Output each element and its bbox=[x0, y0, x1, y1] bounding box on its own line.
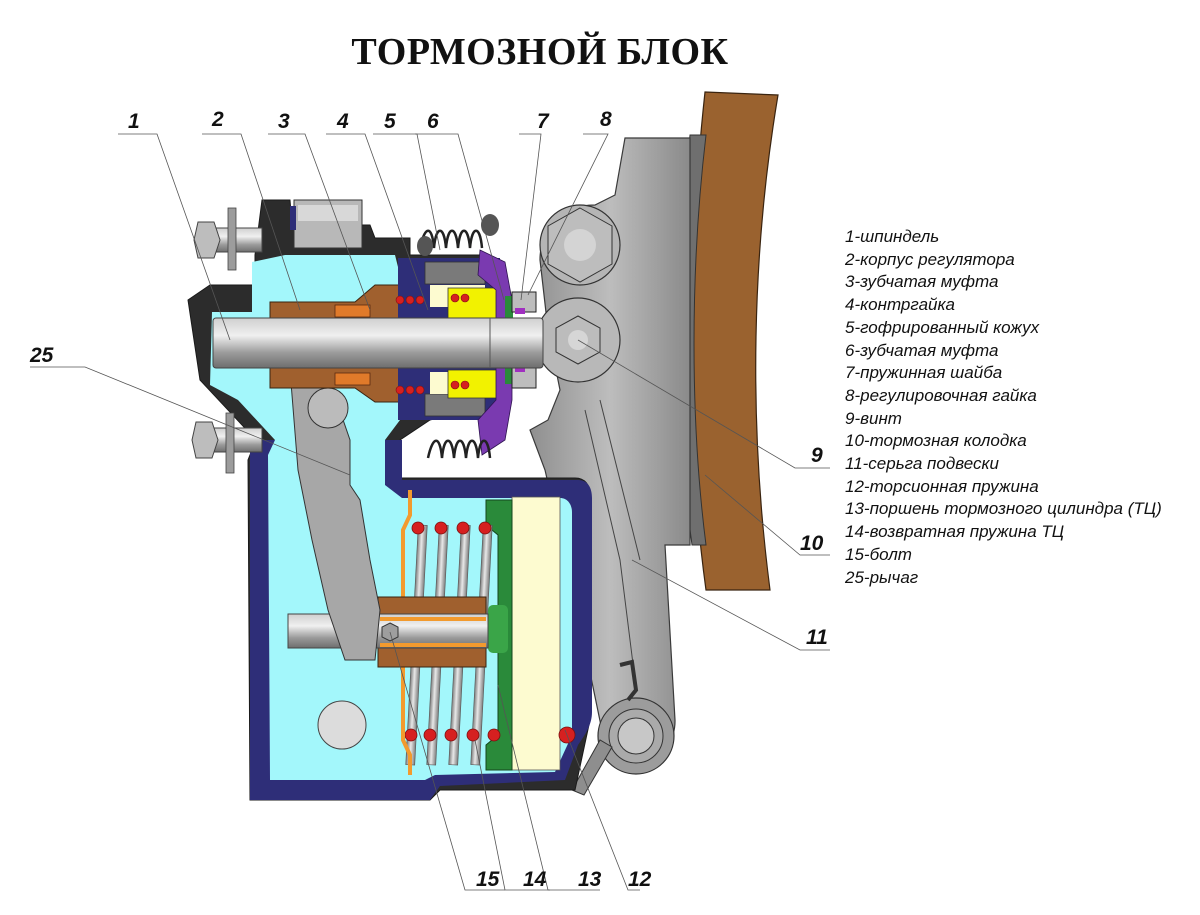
callout-15: 15 bbox=[476, 868, 500, 891]
parts-legend: 1-шпиндель 2-корпус регулятора 3-зубчата… bbox=[845, 226, 1162, 589]
rod-orange-sleeve bbox=[380, 643, 486, 647]
callout-9: 9 bbox=[811, 444, 823, 467]
legend-item: 4-контргайка bbox=[845, 295, 955, 315]
leader-line-3 bbox=[268, 133, 371, 311]
rod-orange-sleeve bbox=[380, 617, 486, 621]
adjusting-nut-insert bbox=[515, 308, 525, 314]
callout-14: 14 bbox=[523, 868, 547, 891]
legend-item: 2-корпус регулятора bbox=[845, 249, 1015, 269]
leader-line-4 bbox=[326, 133, 429, 311]
boot-clamp bbox=[481, 214, 499, 236]
legend-item: 5-гофрированный кожух bbox=[845, 317, 1040, 337]
legend-item: 9-винт bbox=[845, 408, 902, 428]
spindle bbox=[212, 317, 544, 369]
legend-item: 15-болт bbox=[845, 544, 912, 564]
lever bbox=[289, 369, 381, 661]
toothed-coupling-3 bbox=[334, 372, 371, 386]
leader-line-8 bbox=[527, 133, 609, 296]
mounting-eye-seal bbox=[290, 206, 296, 230]
callout-8: 8 bbox=[600, 108, 612, 131]
callout-7: 7 bbox=[537, 110, 549, 133]
callout-3: 3 bbox=[278, 110, 290, 133]
legend-item: 1-шпиндель bbox=[845, 227, 940, 246]
cylinder-liner bbox=[511, 496, 561, 771]
lower-pivot-pin bbox=[617, 717, 655, 755]
top-mounting-bolt bbox=[193, 207, 263, 271]
leader-line-11 bbox=[631, 559, 830, 651]
brake-shoe bbox=[690, 91, 779, 591]
torsion-spring-arm bbox=[571, 739, 613, 796]
legend-item: 8-регулировочная гайка bbox=[845, 385, 1037, 405]
corrugated-boot bbox=[418, 229, 492, 459]
legend-item: 7-пружинная шайба bbox=[845, 363, 1003, 383]
callout-11: 11 bbox=[806, 626, 828, 649]
spring-coil-sections bbox=[404, 521, 576, 744]
leader-line-1 bbox=[118, 133, 231, 341]
leader-line-12 bbox=[564, 729, 640, 891]
bearing-balls bbox=[395, 293, 470, 395]
leader-line-10 bbox=[704, 474, 830, 556]
diagram-title: ТОРМОЗНОЙ БЛОК bbox=[351, 31, 729, 73]
legend-item: 13-поршень тормозного цилиндра (ТЦ) bbox=[845, 499, 1162, 519]
port-plug bbox=[317, 700, 367, 750]
legend-item: 11-серьга подвески bbox=[845, 454, 999, 474]
leader-line-25 bbox=[30, 366, 351, 476]
legend-item: 10-тормозная колодка bbox=[845, 431, 1027, 451]
hanger-link-rib bbox=[599, 399, 641, 561]
piston-boss bbox=[488, 605, 508, 653]
callout-10: 10 bbox=[800, 532, 824, 555]
bottom-mounting-bolt bbox=[191, 412, 263, 474]
leader-line-6 bbox=[415, 133, 505, 301]
leader-line-2 bbox=[202, 133, 301, 311]
callout-4: 4 bbox=[337, 110, 349, 133]
locknut bbox=[424, 261, 486, 285]
legend-item: 6-зубчатая муфта bbox=[845, 340, 999, 360]
toothed-coupling-6 bbox=[447, 287, 499, 319]
legend-item: 3-зубчатая муфта bbox=[845, 272, 999, 292]
legend-item: 12-торсионная пружина bbox=[845, 476, 1039, 496]
callout-1: 1 bbox=[128, 110, 140, 133]
lever-pivot bbox=[307, 387, 349, 429]
legend-item: 25-рычаг bbox=[845, 567, 919, 587]
upper-nut-center bbox=[564, 229, 596, 261]
callout-2: 2 bbox=[212, 108, 224, 131]
adjusting-nut-insert bbox=[515, 366, 525, 372]
mounting-eye-highlight bbox=[298, 205, 358, 221]
callout-13: 13 bbox=[578, 868, 602, 891]
torsion-spring-hook bbox=[619, 659, 639, 702]
callout-12: 12 bbox=[628, 868, 652, 891]
legend-item: 14-возвратная пружина ТЦ bbox=[845, 522, 1065, 542]
seal bbox=[477, 249, 513, 456]
leader-line-9 bbox=[577, 339, 830, 469]
toothed-coupling-3 bbox=[334, 304, 371, 318]
leader-lines bbox=[30, 133, 830, 891]
callout-6: 6 bbox=[427, 110, 439, 133]
callout-5: 5 bbox=[384, 110, 396, 133]
leader-line-15 bbox=[389, 631, 505, 891]
callout-25: 25 bbox=[30, 344, 54, 367]
hanger-link-rib bbox=[584, 409, 636, 681]
boot-clamp bbox=[417, 236, 433, 256]
leader-line-7 bbox=[519, 133, 542, 301]
